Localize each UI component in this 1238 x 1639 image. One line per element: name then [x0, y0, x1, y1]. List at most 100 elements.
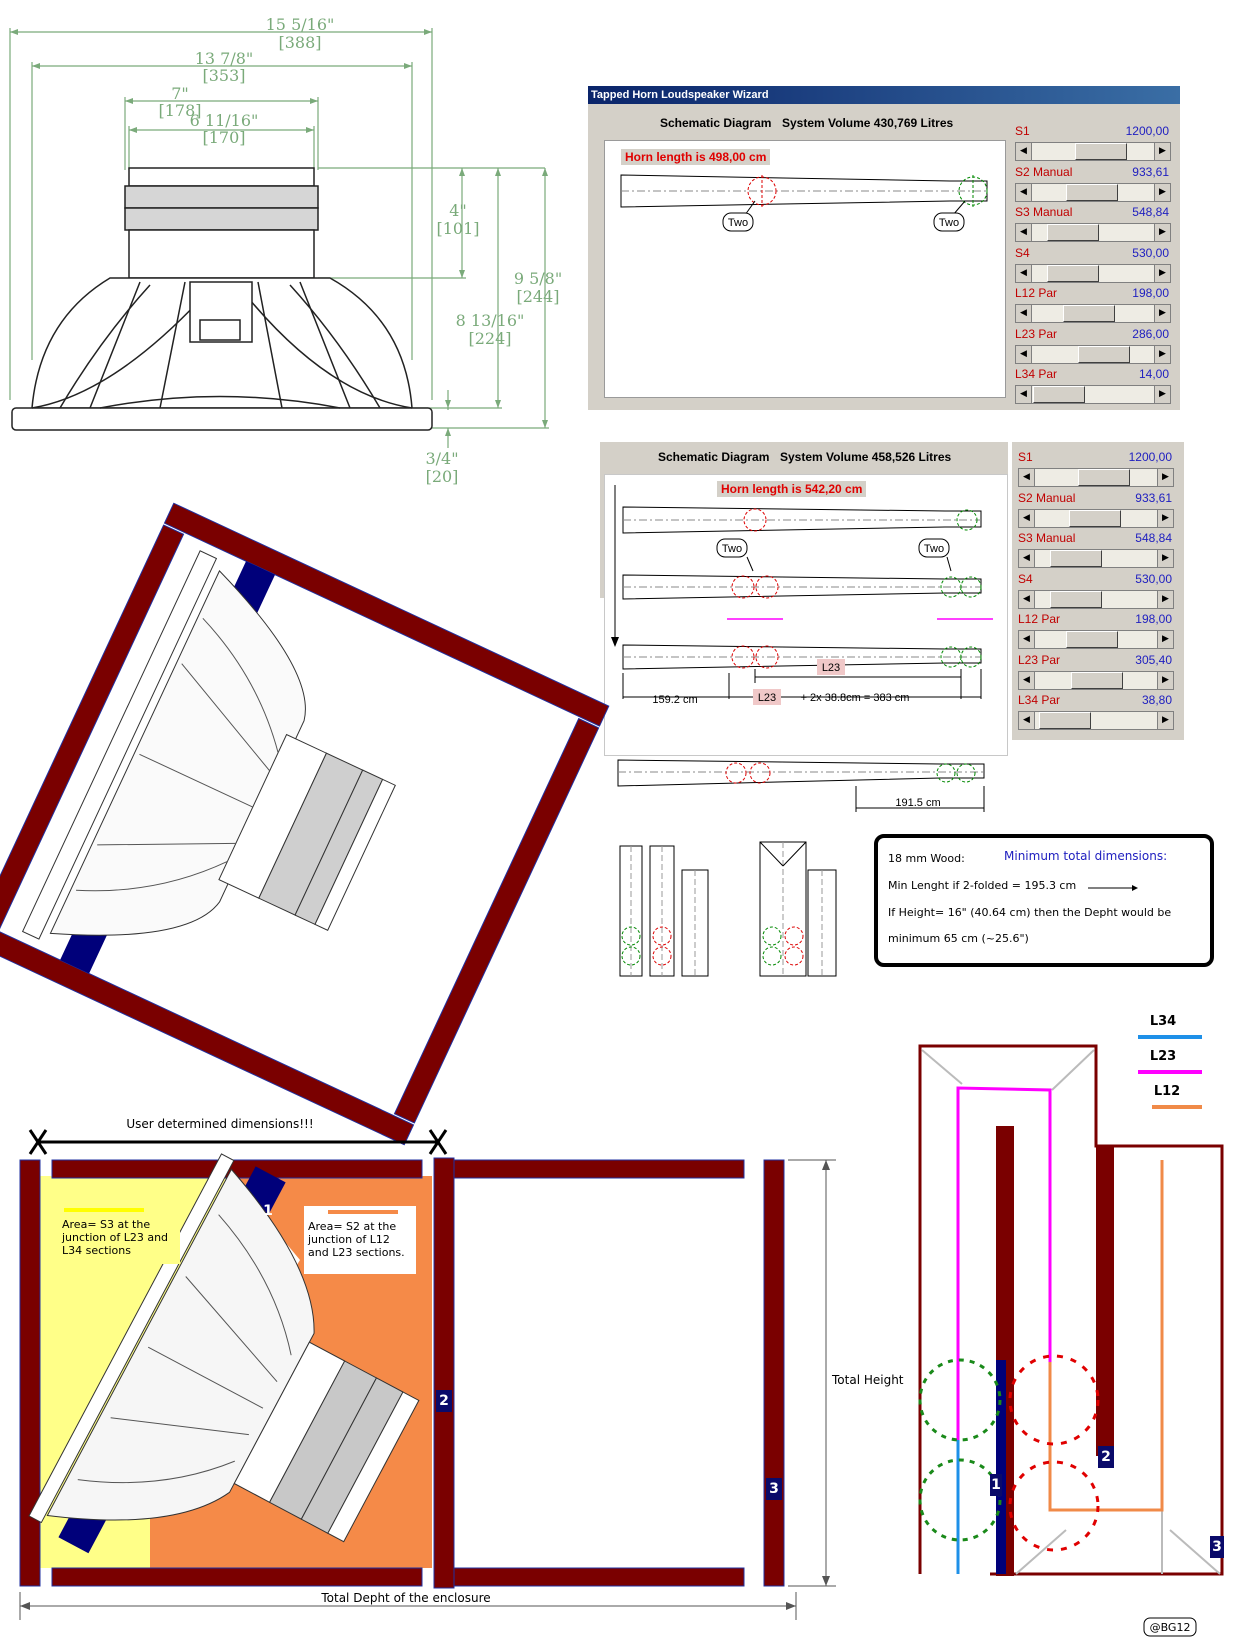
- dim-159: 159.2 cm: [652, 694, 697, 706]
- horn-schematic-2: Two Two L23 L23 159.2 cm + 2x 38.8cm = 3…: [611, 485, 993, 706]
- slider-name: S2 Manual: [1018, 490, 1076, 505]
- slider-track[interactable]: ◀▶: [1018, 549, 1174, 568]
- scroll-left-icon[interactable]: ◀: [1019, 631, 1035, 648]
- slider-track[interactable]: ◀▶: [1015, 385, 1171, 404]
- slider-thumb[interactable]: [1065, 183, 1118, 201]
- slider-name: S1: [1018, 450, 1033, 464]
- horn-length-1: Horn length is 498,00 cm: [621, 149, 771, 165]
- legend-l23: L23: [1150, 1049, 1176, 1064]
- scroll-left-icon[interactable]: ◀: [1016, 345, 1032, 363]
- slider-value: 286,00: [1132, 326, 1169, 341]
- slider-value: 933,61: [1135, 490, 1172, 505]
- slider-name: L34 Par: [1018, 693, 1061, 707]
- scroll-left-icon[interactable]: ◀: [1016, 386, 1032, 403]
- horn-panel-2: 2: [1098, 1446, 1114, 1468]
- horn-schematic-1: Two Two: [620, 174, 988, 232]
- dim-height-motor-mm: [101]: [436, 219, 479, 238]
- slider-thumb[interactable]: [1068, 509, 1121, 527]
- scroll-right-icon[interactable]: ▶: [1154, 305, 1170, 322]
- slider-track[interactable]: ◀▶: [1018, 508, 1174, 528]
- scroll-left-icon[interactable]: ◀: [1019, 469, 1035, 486]
- slider-track[interactable]: ◀▶: [1018, 711, 1174, 730]
- wizard-window-1: Tapped Horn Loudspeaker Wizard Schematic…: [588, 86, 1180, 410]
- slider-track[interactable]: ◀▶: [1018, 589, 1174, 609]
- slider-track[interactable]: ◀▶: [1015, 304, 1171, 323]
- slider-track[interactable]: ◀▶: [1015, 344, 1171, 364]
- scroll-right-icon[interactable]: ▶: [1154, 143, 1170, 160]
- dim-height-overall-mm: [244]: [516, 287, 559, 306]
- slider-value: 198,00: [1132, 286, 1169, 300]
- slider-thumb[interactable]: [1039, 712, 1092, 729]
- slider-thumb[interactable]: [1071, 671, 1124, 689]
- scroll-right-icon[interactable]: ▶: [1154, 224, 1170, 241]
- panel-number-3: 3: [766, 1478, 782, 1500]
- slider-value: 38,80: [1141, 693, 1172, 707]
- slider-thumb[interactable]: [1065, 631, 1118, 648]
- dim-width-cone: 13 7/8": [195, 49, 254, 68]
- scroll-left-icon[interactable]: ◀: [1019, 590, 1035, 608]
- slider-value: 530,00: [1132, 245, 1169, 260]
- slider-track[interactable]: ◀▶: [1015, 263, 1171, 283]
- slider-thumb[interactable]: [1046, 264, 1099, 282]
- scroll-right-icon[interactable]: ▶: [1154, 386, 1170, 403]
- slider-track[interactable]: ◀▶: [1015, 182, 1171, 202]
- scroll-right-icon[interactable]: ▶: [1154, 345, 1170, 363]
- scroll-left-icon[interactable]: ◀: [1016, 183, 1032, 201]
- scroll-right-icon[interactable]: ▶: [1157, 631, 1173, 648]
- scroll-right-icon[interactable]: ▶: [1157, 509, 1173, 527]
- slider-value: 933,61: [1132, 164, 1169, 179]
- scroll-right-icon[interactable]: ▶: [1157, 469, 1173, 486]
- slider-track[interactable]: ◀▶: [1018, 468, 1174, 487]
- slider-track[interactable]: ◀▶: [1018, 670, 1174, 690]
- min-length-line: Min Lenght if 2-folded = 195.3 cm: [888, 879, 1077, 892]
- arrow-right-icon: [1088, 885, 1138, 891]
- dim-width-magnet: 7": [171, 84, 189, 103]
- slider-thumb[interactable]: [1047, 224, 1100, 241]
- dim-width-plate-mm: [170]: [202, 128, 245, 147]
- scroll-right-icon[interactable]: ▶: [1157, 550, 1173, 567]
- scroll-left-icon[interactable]: ◀: [1019, 550, 1035, 567]
- slider-name: L34 Par: [1015, 367, 1058, 381]
- scroll-right-icon[interactable]: ▶: [1154, 264, 1170, 282]
- scroll-left-icon[interactable]: ◀: [1019, 712, 1035, 729]
- scroll-left-icon[interactable]: ◀: [1016, 305, 1032, 322]
- slider-track[interactable]: ◀▶: [1018, 630, 1174, 649]
- slider-track[interactable]: ◀▶: [1015, 142, 1171, 161]
- system-volume-1: System Volume 430,769 Litres: [782, 116, 954, 130]
- scroll-left-icon[interactable]: ◀: [1019, 671, 1035, 689]
- slider-thumb[interactable]: [1078, 345, 1131, 363]
- legend-l34: L34: [1150, 1014, 1176, 1029]
- two-label-a: Two: [728, 217, 748, 229]
- slider-name: S4: [1015, 245, 1030, 260]
- slider-thumb[interactable]: [1050, 550, 1103, 567]
- scroll-left-icon[interactable]: ◀: [1016, 264, 1032, 282]
- scroll-left-icon[interactable]: ◀: [1016, 143, 1032, 160]
- slider-thumb[interactable]: [1078, 469, 1131, 486]
- scroll-left-icon[interactable]: ◀: [1016, 224, 1032, 241]
- scroll-right-icon[interactable]: ▶: [1157, 671, 1173, 689]
- schematic-canvas-1: Horn length is 498,00 cm Two Two: [604, 140, 1006, 398]
- panel-number-1: 1: [263, 1203, 273, 1219]
- slider-thumb[interactable]: [1062, 305, 1115, 322]
- slider-thumb[interactable]: [1033, 386, 1086, 403]
- scroll-right-icon[interactable]: ▶: [1157, 590, 1173, 608]
- system-volume-2: System Volume 458,526 Litres: [780, 450, 952, 464]
- dim-formula: + 2x 38.8cm = 383 cm: [801, 692, 910, 704]
- scroll-left-icon[interactable]: ◀: [1019, 509, 1035, 527]
- scroll-right-icon[interactable]: ▶: [1154, 183, 1170, 201]
- slider-name: S4: [1018, 571, 1033, 586]
- scroll-right-icon[interactable]: ▶: [1157, 712, 1173, 729]
- slider-track[interactable]: ◀▶: [1015, 223, 1171, 242]
- slider-thumb[interactable]: [1075, 143, 1128, 160]
- slider-value: 1200,00: [1125, 124, 1169, 138]
- wood-label: 18 mm Wood:: [888, 852, 965, 865]
- slider-thumb[interactable]: [1049, 590, 1102, 608]
